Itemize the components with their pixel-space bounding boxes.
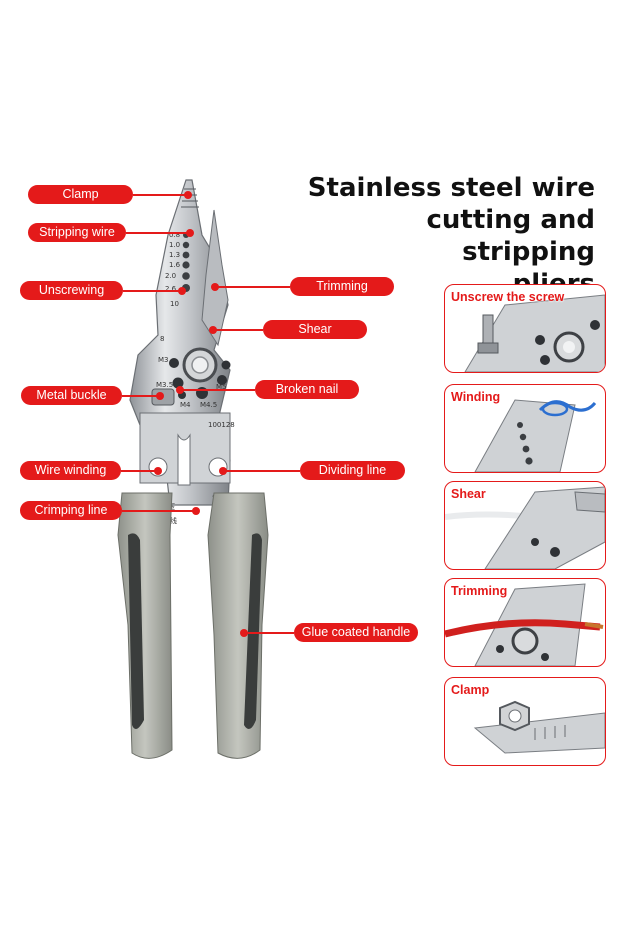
right-grip [244, 533, 262, 729]
model-number: 100128 [208, 421, 235, 429]
callout-glue-coated-handle: Glue coated handle [294, 623, 418, 642]
panel-label-clamp: Clamp [451, 683, 490, 697]
gauge-1-6: 1.6 [169, 261, 181, 269]
gauge-0-8: 0.8 [169, 231, 180, 239]
shear-photo [445, 486, 605, 569]
left-handle [117, 492, 173, 759]
panel-label-winding: Winding [451, 390, 501, 404]
left-grip [128, 533, 144, 729]
title-line-2: cutting and stripping [426, 205, 595, 267]
pliers-cutting-arm [201, 209, 229, 347]
detail-panel-shear: Shear [444, 481, 606, 570]
panel-label-shear: Shear [451, 487, 486, 501]
callout-wire-winding: Wire winding [20, 461, 121, 480]
gauge-2-0: 2.0 [165, 272, 176, 280]
detail-panel-clamp: Clamp [444, 677, 606, 766]
detail-panel-unscrew: Unscrew the screw [444, 284, 606, 373]
trimming-photo [445, 583, 604, 666]
panel-label-unscrew: Unscrew the screw [451, 290, 565, 304]
callout-metal-buckle: Metal buckle [21, 386, 122, 405]
winding-photo [474, 399, 597, 472]
marking-m3: M3 [158, 356, 169, 364]
detail-panel-trimming: Trimming [444, 578, 606, 667]
callout-clamp: Clamp [28, 185, 133, 204]
gauge-1-0: 1.0 [169, 241, 180, 249]
callout-crimping-line: Crimping line [20, 501, 122, 520]
detail-panel-winding: Winding [444, 384, 606, 473]
callout-unscrewing: Unscrewing [20, 281, 123, 300]
gauge-1-3: 1.3 [169, 251, 180, 259]
pliers-illustration: 0.8 1.0 1.3 1.6 2.0 2.6 10 8 M3 M3.5 M4 … [117, 179, 269, 759]
callout-broken-nail: Broken nail [255, 380, 359, 399]
gauge-8: 8 [160, 335, 164, 343]
title-line-1: Stainless steel wire [307, 173, 595, 203]
gauge-10: 10 [170, 300, 179, 308]
callout-shear: Shear [263, 320, 367, 339]
callout-stripping-wire: Stripping wire [28, 223, 126, 242]
gauge-2-6: 2.6 [165, 285, 177, 293]
marking-m4: M4 [180, 401, 191, 409]
cn-mark-4: 线 [170, 516, 177, 525]
marking-m4-5: M4.5 [200, 401, 217, 409]
panel-label-trimming: Trimming [451, 584, 508, 598]
marking-m3-5: M3.5 [156, 381, 173, 389]
callout-trimming: Trimming [290, 277, 394, 296]
clamp-photo [473, 700, 605, 754]
page-title: Stainless steel wire cutting and strippi… [295, 172, 595, 300]
callout-dividing-line: Dividing line [300, 461, 405, 480]
marking-m5: M5 [216, 383, 227, 391]
unscrew-photo [464, 294, 605, 372]
